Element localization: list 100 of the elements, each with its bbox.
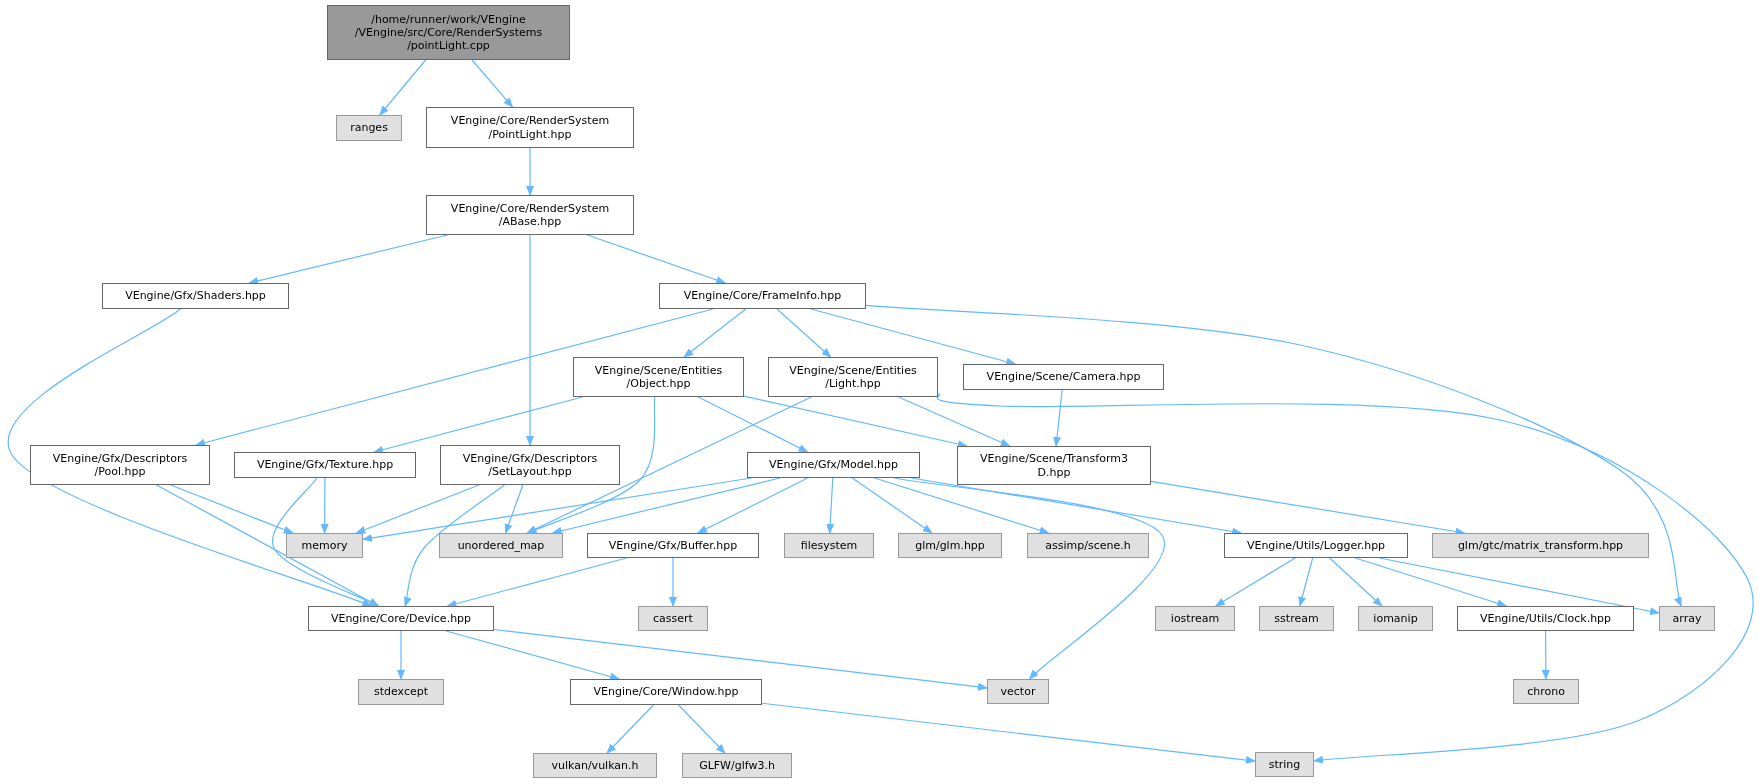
file-path: array <box>1672 611 1702 626</box>
include-arrow <box>551 477 781 535</box>
header-file-box <box>659 283 866 309</box>
include-arrow <box>897 396 1011 447</box>
include-arrow <box>397 630 405 680</box>
include-arrow <box>373 396 584 454</box>
include-arrow <box>743 395 968 448</box>
file-path: VEngine/Core/Device.hpp <box>330 611 472 626</box>
system-header-box <box>1358 606 1433 631</box>
include-arrow <box>776 308 832 358</box>
header-file-box <box>963 364 1164 390</box>
header-file-box <box>570 679 762 705</box>
include-arrow <box>526 234 534 446</box>
include-arrow <box>446 557 627 608</box>
header-file-box <box>1457 606 1634 631</box>
header-file-box <box>234 452 416 478</box>
system-header-box <box>638 606 708 631</box>
file-path: VEngine/Core/RenderSystem /ABase.hpp <box>449 201 611 229</box>
header-file-box <box>440 445 620 485</box>
file-path: /home/runner/work/VEngine /VEngine/src/Core/RenderSystems /pointLight.cpp <box>353 12 544 53</box>
include-arrow <box>865 304 1683 607</box>
file-path: VEngine/Gfx/Buffer.hpp <box>608 538 738 553</box>
header-file-box <box>308 606 494 631</box>
system-header-box <box>336 115 402 141</box>
header-file-box <box>747 452 920 478</box>
file-path: VEngine/Scene/Entities /Object.hpp <box>593 363 724 391</box>
file-path: VEngine/Scene/Entities /Light.hpp <box>788 363 918 391</box>
include-arrow <box>379 59 427 116</box>
file-path: VEngine/Utils/Clock.hpp <box>1479 611 1612 626</box>
file-path: vector <box>1000 684 1036 699</box>
file-path: VEngine/Gfx/Model.hpp <box>769 458 898 472</box>
include-arrow <box>810 308 1017 366</box>
system-header-box <box>898 533 1002 558</box>
header-file-box <box>102 283 289 309</box>
system-header-box <box>1432 533 1649 558</box>
include-arrow <box>669 557 677 607</box>
file-path: iostream <box>1170 611 1220 626</box>
file-path: filesystem <box>800 538 858 553</box>
header-file-box <box>573 357 744 397</box>
system-header-box <box>682 753 792 778</box>
include-arrow <box>355 484 480 534</box>
system-header-box <box>533 753 657 778</box>
include-arrow <box>7 308 373 607</box>
header-file-box <box>957 446 1151 485</box>
include-arrow <box>697 396 809 453</box>
file-path: assimp/scene.h <box>1045 538 1131 553</box>
file-path: VEngine/Core/Window.hpp <box>593 685 739 699</box>
system-header-box <box>1259 606 1334 631</box>
file-path: GLFW/glfw3.h <box>699 758 775 773</box>
include-arrow <box>195 308 714 447</box>
include-arrow <box>1329 557 1383 607</box>
system-header-box <box>358 679 444 705</box>
file-path: VEngine/Core/FrameInfo.hpp <box>683 289 842 303</box>
file-path: cassert <box>653 611 693 626</box>
system-header-box <box>1513 679 1579 704</box>
file-path: VEngine/Scene/Camera.hpp <box>986 370 1141 384</box>
include-arrow <box>761 702 1256 764</box>
system-header-box <box>987 679 1049 704</box>
file-path: VEngine/Scene/Transform3 D.hpp <box>979 452 1129 479</box>
include-arrow <box>1354 557 1508 608</box>
include-arrow <box>1541 630 1550 680</box>
include-arrow <box>1298 557 1314 607</box>
file-path: string <box>1268 757 1301 772</box>
file-path: VEngine/Utils/Logger.hpp <box>1246 538 1386 553</box>
system-header-box <box>1255 752 1314 777</box>
include-arrow <box>1053 389 1063 447</box>
file-path: glm/gtc/matrix_transform.hpp <box>1457 538 1624 553</box>
include-arrow <box>874 477 1050 535</box>
file-path: VEngine/Gfx/Shaders.hpp <box>125 289 266 303</box>
file-path: ranges <box>350 121 388 135</box>
include-arrow <box>936 393 1754 764</box>
include-arrow <box>493 628 988 691</box>
header-file-box <box>587 533 759 558</box>
system-header-box <box>439 533 563 558</box>
include-arrow <box>526 396 812 534</box>
header-file-box <box>426 195 634 235</box>
file-path: iomanip <box>1373 611 1418 626</box>
include-arrow <box>526 147 534 196</box>
file-path: VEngine/Gfx/Descriptors /SetLayout.hpp <box>461 451 599 479</box>
file-path: vulkan/vulkan.h <box>551 758 639 773</box>
file-path: VEngine/Gfx/Descriptors /Pool.hpp <box>51 451 189 479</box>
system-header-box <box>286 533 363 558</box>
include-arrow <box>320 477 329 534</box>
include-arrow <box>851 477 933 534</box>
file-path: glm/glm.hpp <box>915 538 985 553</box>
header-file-box <box>30 445 210 485</box>
include-arrow <box>471 59 514 108</box>
header-file-box <box>1224 533 1408 558</box>
file-path: unordered_map <box>457 538 545 553</box>
header-file-box <box>768 357 938 397</box>
include-arrow <box>683 308 747 358</box>
system-header-box <box>1027 533 1149 558</box>
include-arrow <box>606 704 655 754</box>
include-arrow <box>826 477 835 534</box>
header-file-box <box>426 107 634 148</box>
include-arrow <box>586 234 727 284</box>
file-path: VEngine/Gfx/Texture.hpp <box>256 458 394 472</box>
include-arrow <box>1214 557 1296 607</box>
include-arrow <box>271 477 380 607</box>
system-header-box <box>1659 606 1715 631</box>
